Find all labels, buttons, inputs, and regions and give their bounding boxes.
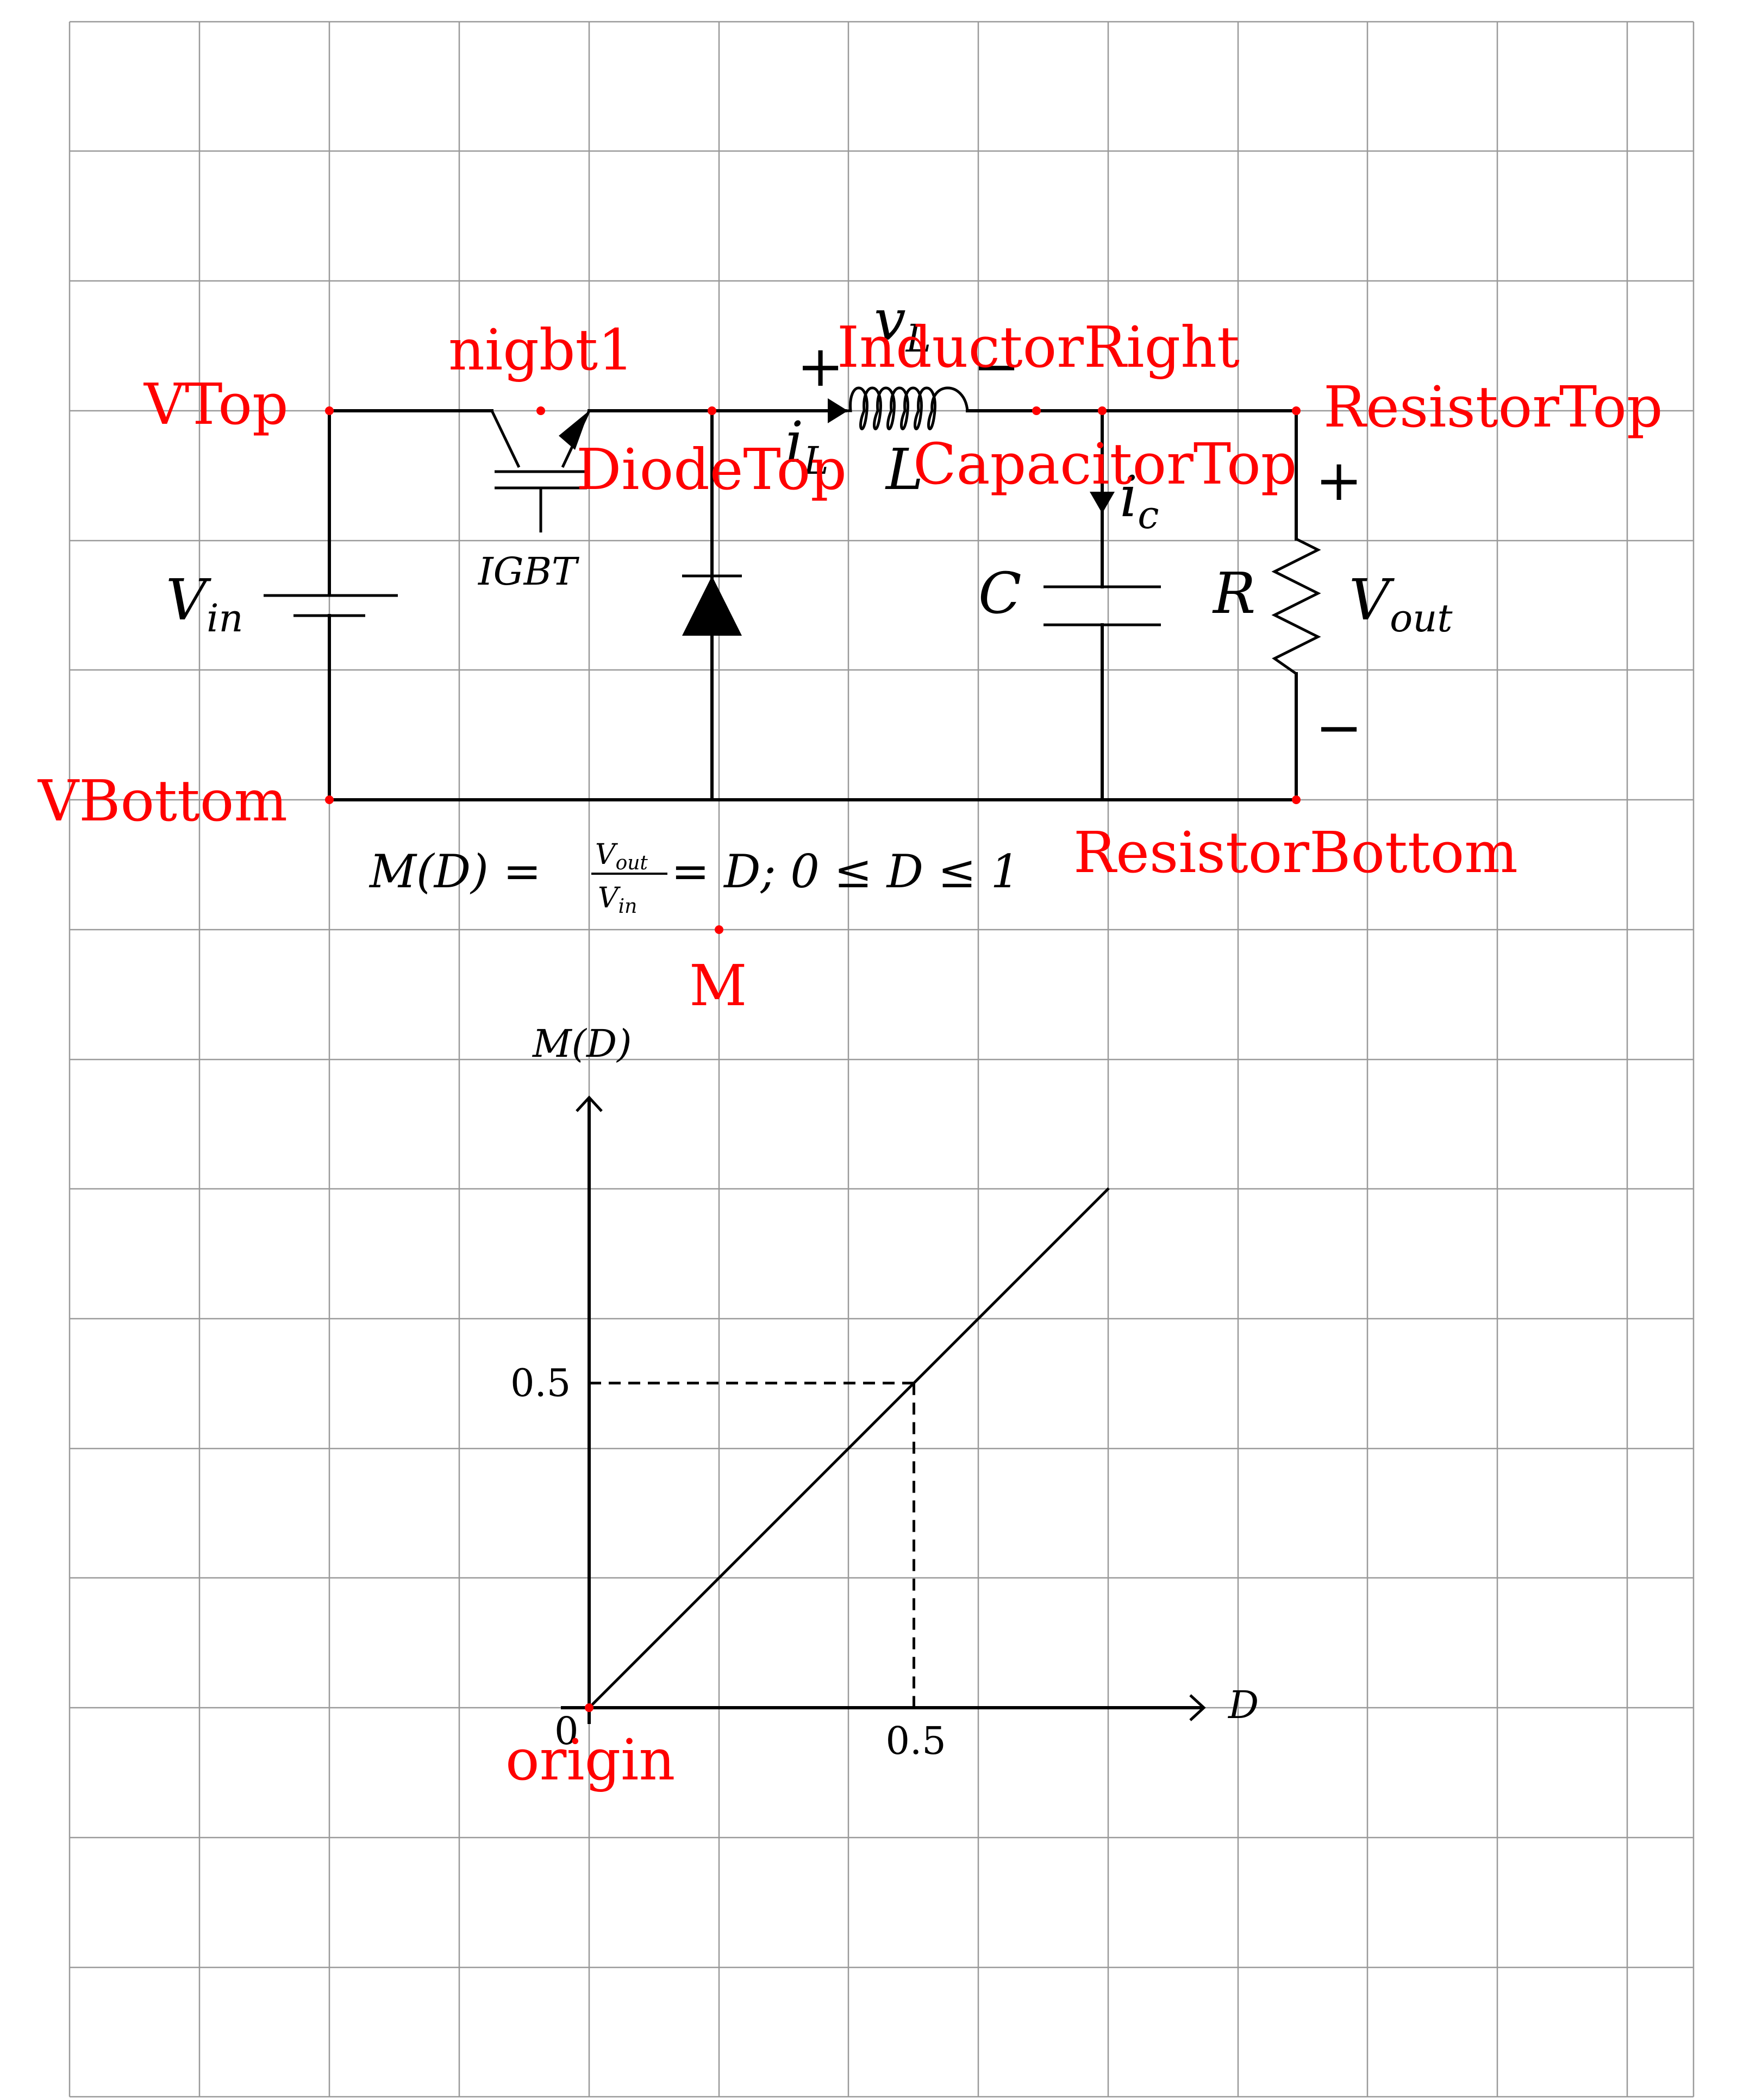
- node-label-vbottom: VBottom: [37, 768, 288, 834]
- battery-symbol: [264, 594, 398, 617]
- vbottom-dot: [325, 795, 334, 804]
- capacitortop-dot: [1098, 406, 1107, 415]
- capacitor-label: C: [978, 560, 1022, 626]
- vin-label: Vin: [166, 567, 243, 641]
- capacitor-symbol: [1044, 585, 1161, 626]
- vout-label: Vout: [1349, 567, 1453, 641]
- resistor-zigzag: [1271, 537, 1321, 675]
- resistor-label: R: [1212, 560, 1255, 626]
- node-label-capacitortop: CapacitorTop: [913, 431, 1297, 497]
- vtop-dot: [325, 406, 334, 415]
- inductor-coil: [845, 386, 969, 430]
- x-axis-arrow-icon: [1189, 1694, 1206, 1721]
- il-label: iL: [785, 409, 829, 483]
- node-label-inductorright: InductorRight: [837, 314, 1240, 380]
- buck-converter-circuit: Vin IGBT vL + − iL L ic C R Vout + − M(D…: [37, 287, 1663, 1019]
- node-label-m: M: [689, 952, 747, 1019]
- igbt-label: IGBT: [477, 549, 579, 594]
- equation-rhs: = D; 0 ≤ D ≤ 1: [671, 845, 1020, 898]
- node-label-origin: origin: [505, 1727, 675, 1793]
- vl-plus: +: [797, 333, 844, 399]
- series-line-0: [588, 1187, 1110, 1709]
- origin-tick-label: 0: [554, 1709, 579, 1753]
- nigbt1-dot: [536, 406, 545, 415]
- y-tick-label: 0.5: [510, 1361, 571, 1406]
- transfer-function-plot: M(D) D 0 0.5 0.5 origin: [505, 1021, 1259, 1793]
- equation-fraction: Vout Vin: [591, 838, 667, 918]
- vl-minus: −: [973, 333, 1020, 399]
- resistortop-dot: [1292, 406, 1301, 415]
- ic-arrow-icon: [1090, 492, 1115, 513]
- x-tick-label: 0.5: [886, 1719, 946, 1763]
- inductor-label: L: [885, 436, 923, 503]
- origin-dot: [585, 1703, 593, 1712]
- x-axis-label: D: [1227, 1683, 1259, 1727]
- il-arrow-icon: [828, 398, 848, 423]
- ic-label: ic: [1120, 463, 1159, 537]
- vout-plus: +: [1315, 447, 1363, 513]
- svg-text:Vin: Vin: [598, 882, 637, 918]
- igbt-symbol: [490, 410, 591, 532]
- y-axis-arrow-icon: [576, 1095, 603, 1112]
- node-label-resistorbottom: ResistorBottom: [1073, 819, 1518, 886]
- diodetop-dot: [708, 406, 716, 415]
- inductorright-dot: [1032, 406, 1041, 415]
- m-dot: [715, 925, 723, 934]
- node-label-nigbt1: nigbt1: [448, 317, 634, 383]
- vl-label: vL: [874, 287, 931, 361]
- node-label-diodetop: DiodeTop: [576, 436, 847, 503]
- svg-text:Vout: Vout: [595, 838, 648, 874]
- diode-symbol: [682, 574, 742, 636]
- y-axis-label: M(D): [532, 1021, 632, 1066]
- vout-minus: −: [1315, 694, 1363, 761]
- node-label-vtop: VTop: [143, 371, 289, 437]
- transfer-equation: M(D) =: [368, 845, 541, 898]
- node-markers: [325, 406, 1301, 934]
- resistorbottom-dot: [1292, 795, 1301, 804]
- node-label-resistortop: ResistorTop: [1323, 374, 1663, 440]
